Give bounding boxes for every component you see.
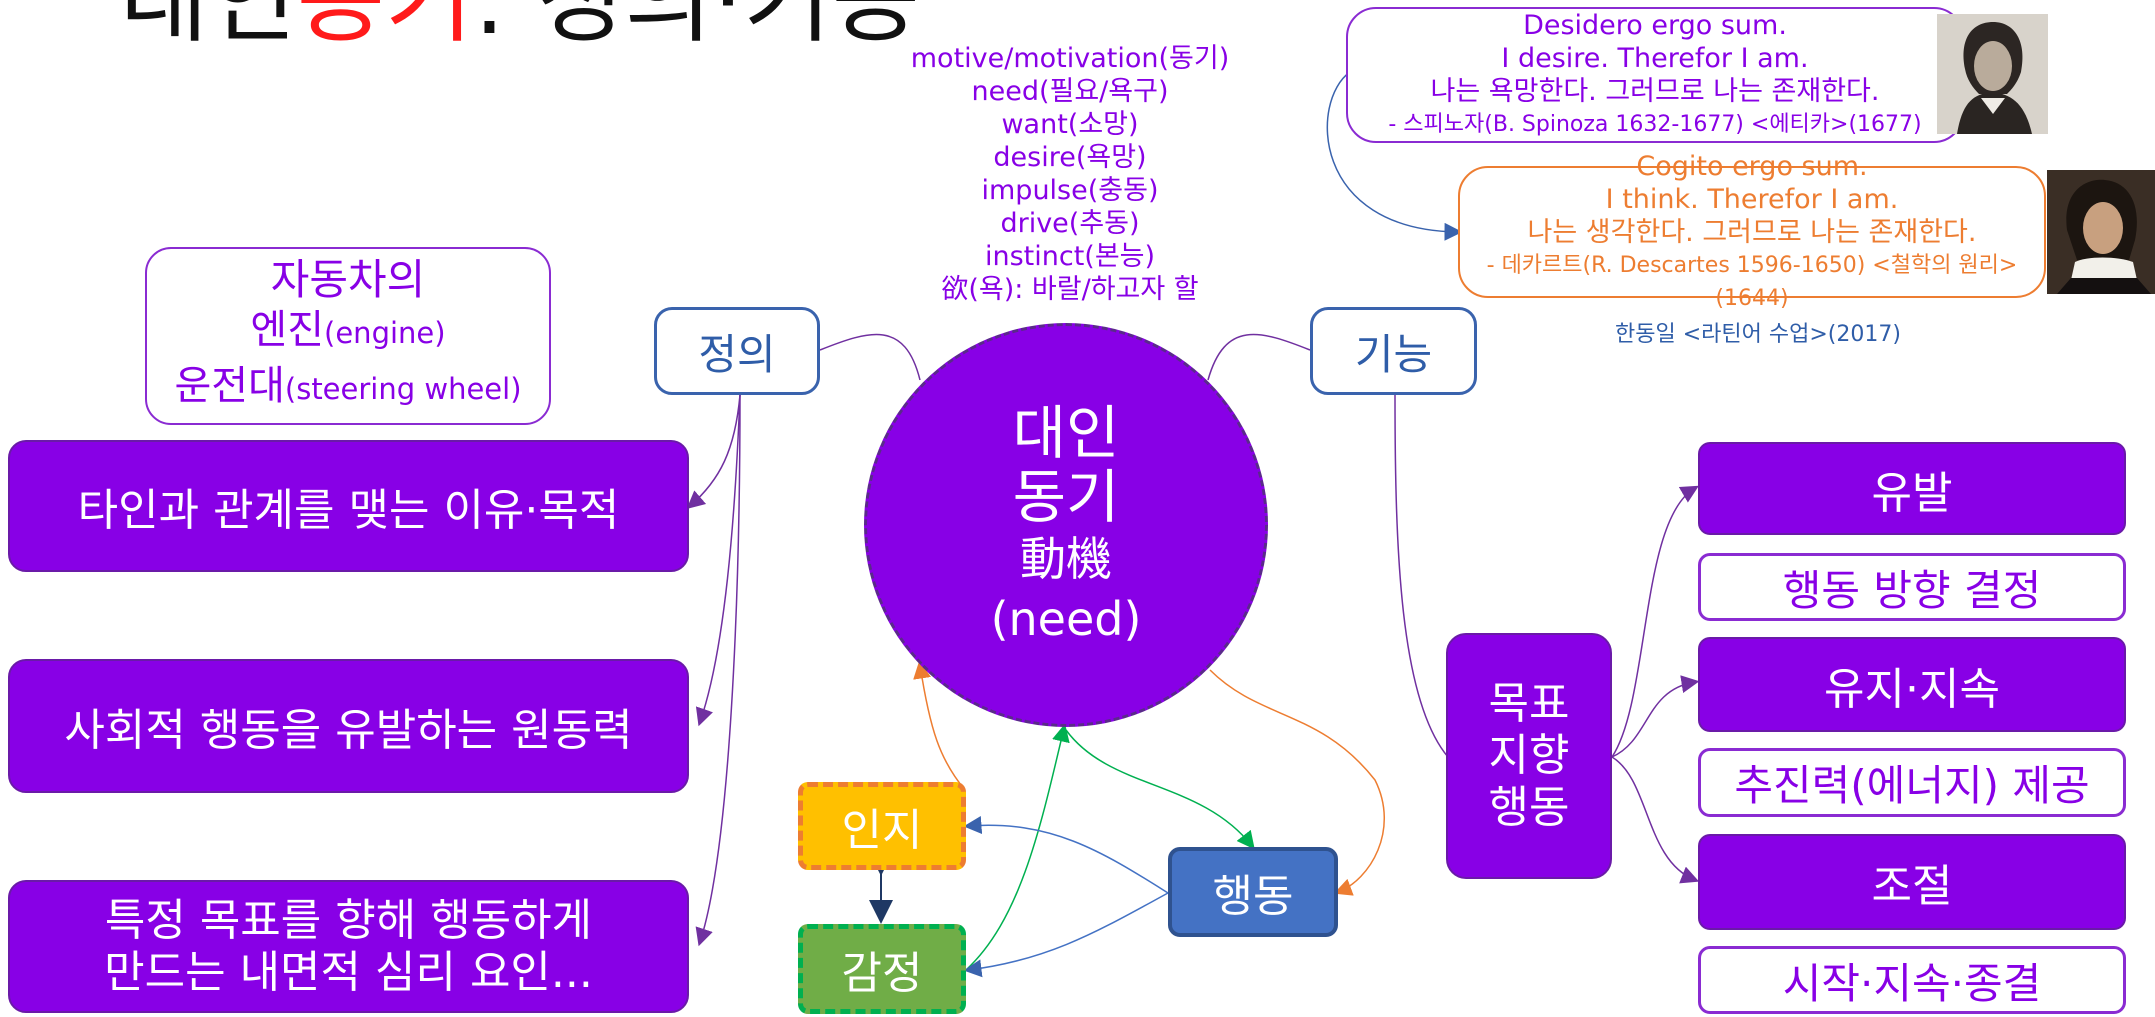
analogy-box: 자동차의 엔진(engine) 운전대(steering wheel) <box>145 247 551 425</box>
emotion-circle-link <box>965 723 1070 971</box>
term-item: desire(욕망) <box>993 142 1147 173</box>
definition-link <box>819 333 921 381</box>
goal-line: 목표 <box>1488 678 1570 729</box>
term-item: need(필요/욕구) <box>971 76 1169 107</box>
definition-line: 특정 목표를 향해 행동하게 <box>104 894 593 946</box>
definition-item: 사회적 행동을 유발하는 원동력 <box>8 659 689 793</box>
quote-korean: 나는 욕망한다. 그러므로 나는 존재한다. <box>1430 76 1880 107</box>
quote-source: - 데카르트(R. Descartes 1596-1650) <철학의 원리>(… <box>1486 252 2018 311</box>
descartes-quote: Cogito ergo sum. I think. Therefor I am.… <box>1458 151 2046 311</box>
page-title: 대인동기: 정의·기능 <box>120 0 920 54</box>
function-link <box>1207 333 1311 381</box>
center-line1: 대인 <box>1012 399 1120 467</box>
function-description: 행동 방향 결정 <box>1698 553 2126 621</box>
definition-arrow-1 <box>686 394 741 509</box>
term-item: drive(추동) <box>1000 208 1140 239</box>
term-item: impulse(충동) <box>981 175 1159 206</box>
spinoza-portrait <box>1937 14 2048 134</box>
center-line4: (need) <box>990 592 1142 646</box>
quote-link <box>1326 71 1463 241</box>
term-item: want(소망) <box>1001 109 1139 140</box>
title-part1: 대인 <box>120 0 297 56</box>
definition-arrow-2 <box>695 394 741 727</box>
title-highlight: 동기 <box>296 0 474 56</box>
spinoza-quote: Desidero ergo sum. I desire. Therefor I … <box>1346 7 1964 143</box>
goal-arrow-2 <box>1611 675 1700 758</box>
analogy-line3: 운전대(steering wheel) <box>174 363 522 409</box>
circle-behavior-green-link <box>1065 729 1255 850</box>
goal-arrow-1 <box>1611 485 1699 758</box>
center-line2: 동기 <box>1012 463 1120 531</box>
center-circle: 대인 동기 動機 (need) <box>864 323 1268 727</box>
behavior-emotion-link <box>963 892 1169 978</box>
quote-source: - 스피노자(B. Spinoza 1632-1677) <에티카>(1677) <box>1388 112 1922 137</box>
quote-korean: 나는 생각한다. 그러므로 나는 존재한다. <box>1527 216 1977 248</box>
quote-latin: Desidero ergo sum. <box>1523 10 1787 41</box>
function-goal-link <box>1394 394 1449 758</box>
goal-line: 행동 <box>1488 782 1570 833</box>
definition-arrow-3 <box>695 394 741 947</box>
function-description: 시작·지속·종결 <box>1698 946 2126 1014</box>
quote-english: I think. Therefor I am. <box>1605 183 1899 215</box>
function-description: 추진력(에너지) 제공 <box>1698 748 2126 817</box>
term-item: instinct(본능) <box>984 241 1156 272</box>
cognition-circle-link <box>913 660 966 791</box>
definition-line: 만드는 내면적 심리 요인... <box>104 946 593 998</box>
function-item: 조절 <box>1698 834 2126 930</box>
analogy-line2: 엔진(engine) <box>250 307 446 353</box>
definition-item: 특정 목표를 향해 행동하게 만드는 내면적 심리 요인... <box>8 880 689 1013</box>
title-part3: : 정의·기능 <box>473 0 920 56</box>
analogy-line1: 자동차의 <box>270 255 426 304</box>
circle-behavior-link <box>1209 669 1385 896</box>
goal-arrow-3 <box>1611 756 1700 884</box>
quote-latin: Cogito ergo sum. <box>1636 150 1868 182</box>
term-item: 欲(욕): 바랄/하고자 할 <box>941 274 1199 305</box>
terms-list: motive/motivation(동기) need(필요/욕구) want(소… <box>880 42 1260 306</box>
function-label: 기능 <box>1310 307 1477 395</box>
quote-english: I desire. Therefor I am. <box>1501 43 1809 74</box>
center-line3: 動機 <box>1020 532 1112 586</box>
behavior-node: 행동 <box>1168 847 1338 937</box>
descartes-portrait <box>2047 170 2155 294</box>
function-item: 유지·지속 <box>1698 637 2126 732</box>
cognition-node: 인지 <box>798 782 966 870</box>
goal-line: 지향 <box>1488 730 1570 781</box>
term-item: motive/motivation(동기) <box>910 43 1230 74</box>
definition-item: 타인과 관계를 맺는 이유·목적 <box>8 440 689 572</box>
function-item: 유발 <box>1698 442 2126 535</box>
goal-node: 목표 지향 행동 <box>1446 633 1612 879</box>
definition-label: 정의 <box>654 307 820 395</box>
behavior-cognition-link <box>963 816 1169 894</box>
citation: 한동일 <라틴어 수업>(2017) <box>1615 322 1901 347</box>
emotion-node: 감정 <box>798 924 966 1014</box>
